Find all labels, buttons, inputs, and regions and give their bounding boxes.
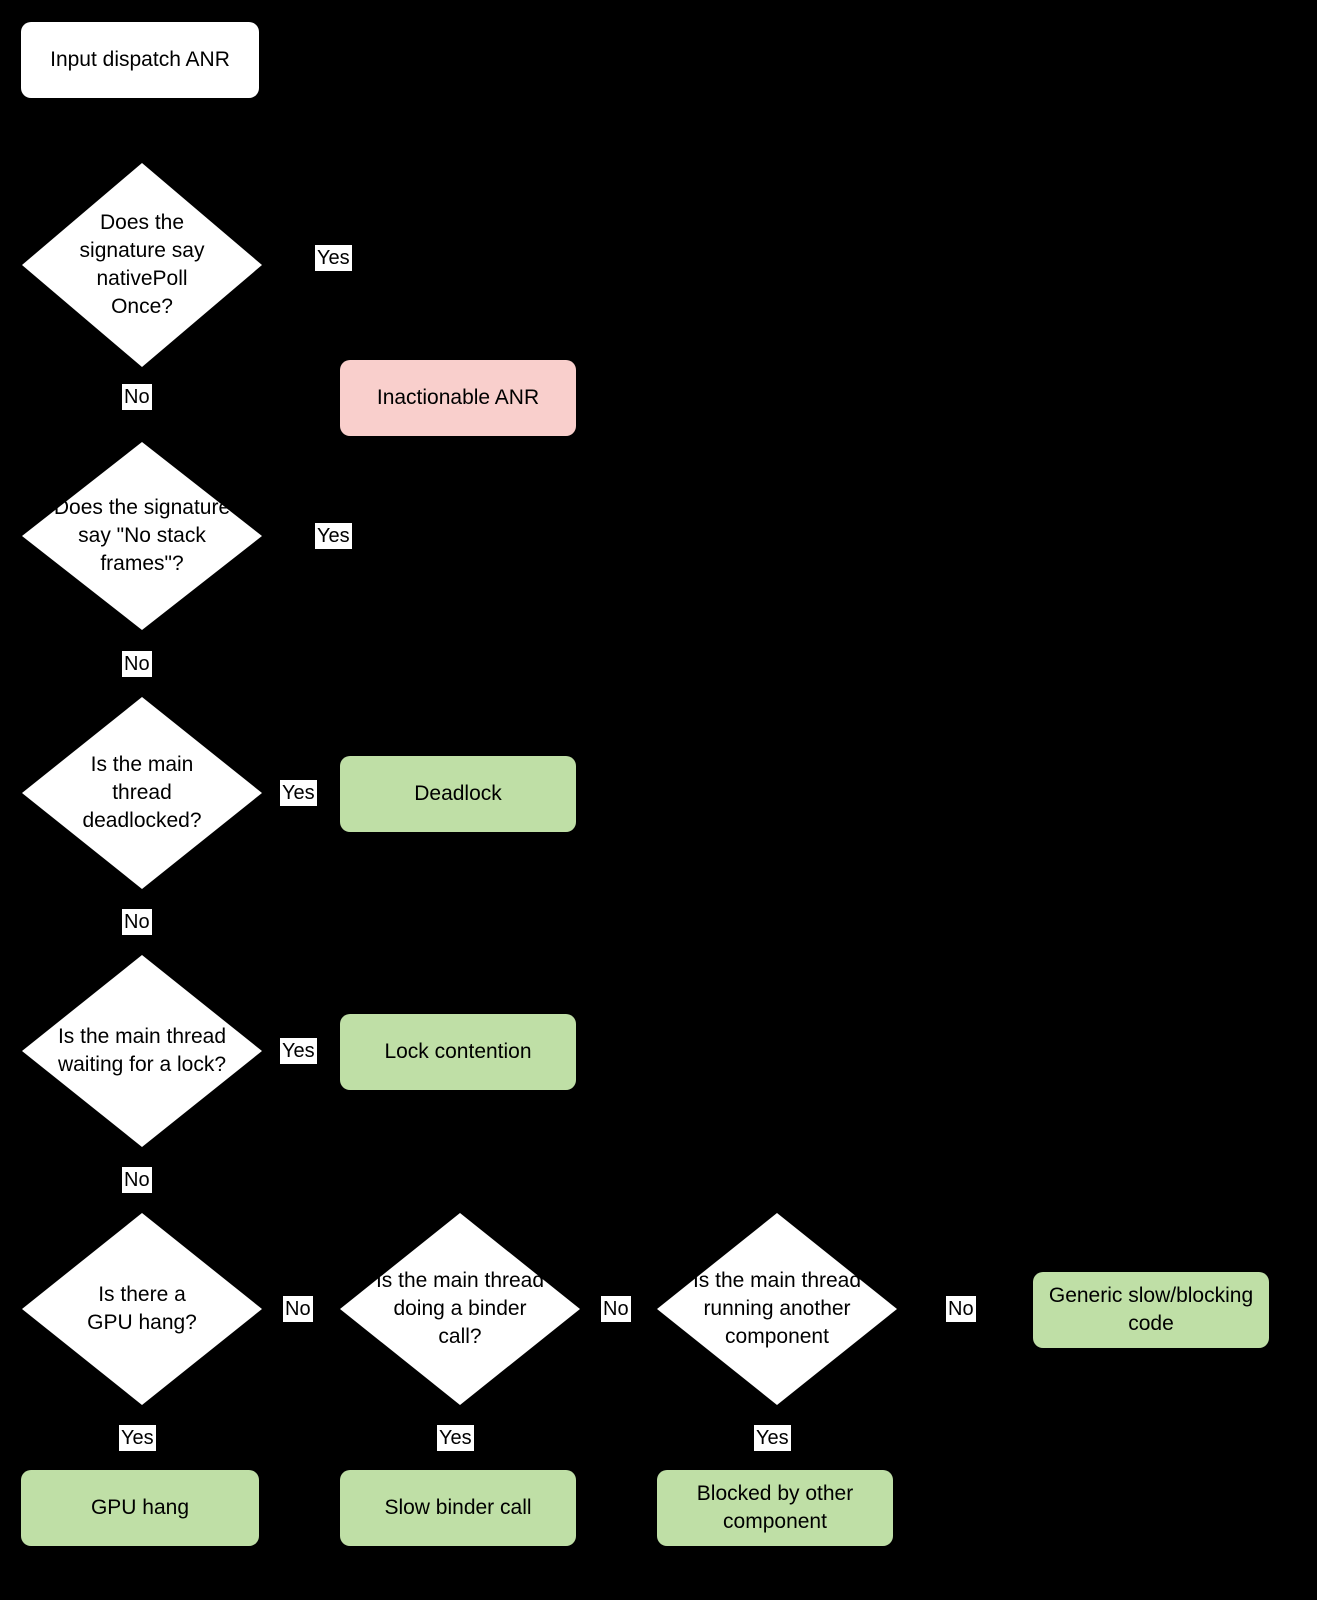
node-input-dispatch-anr[interactable]: Input dispatch ANR (21, 22, 259, 98)
diamond-shape (657, 1213, 897, 1405)
diamond-shape (22, 442, 262, 630)
decision-main-thread-waiting-for-lock[interactable]: Is the main thread waiting for a lock? (22, 955, 262, 1147)
decision-main-thread-binder-call[interactable]: Is the main thread doing a binder call? (340, 1213, 580, 1405)
connector-nostack-yes (262, 535, 348, 537)
decision-signature-nativepoll-once[interactable]: Does the signature say nativePoll Once? (22, 163, 262, 367)
node-label: Inactionable ANR (376, 386, 540, 410)
diamond-shape (22, 163, 262, 367)
edge-label-waitlock-no: No (122, 1167, 152, 1193)
node-label: Lock contention (384, 1040, 532, 1064)
connector-start-to-nativepoll (140, 98, 142, 163)
node-blocked-by-other-component[interactable]: Blocked by other component (657, 1470, 893, 1546)
decision-gpu-hang[interactable]: Is there a GPU hang? (22, 1213, 262, 1405)
node-label: Blocked by other component (696, 1482, 854, 1533)
node-lock-contention[interactable]: Lock contention (340, 1014, 576, 1090)
node-inactionable-anr[interactable]: Inactionable ANR (340, 360, 576, 436)
decision-main-thread-other-component[interactable]: Is the main thread running another compo… (657, 1213, 897, 1405)
node-label: GPU hang (90, 1496, 190, 1520)
node-deadlock[interactable]: Deadlock (340, 756, 576, 832)
node-label: Generic slow/blocking code (1048, 1284, 1254, 1335)
edge-label-waitlock-yes: Yes (280, 1038, 317, 1064)
edge-label-nostack-yes: Yes (315, 523, 352, 549)
edge-label-nativepoll-yes: Yes (315, 245, 352, 271)
edge-label-binder-no: No (601, 1296, 631, 1322)
edge-label-deadlocked-yes: Yes (280, 780, 317, 806)
edge-label-component-no: No (946, 1296, 976, 1322)
diamond-shape (22, 697, 262, 889)
edge-label-binder-yes: Yes (437, 1425, 474, 1451)
connector-nativepoll-yes (262, 264, 348, 266)
diamond-shape (22, 955, 262, 1147)
node-generic-slow-blocking-code[interactable]: Generic slow/blocking code (1033, 1272, 1269, 1348)
node-slow-binder-call[interactable]: Slow binder call (340, 1470, 576, 1546)
decision-signature-no-stack-frames[interactable]: Does the signature say "No stack frames"… (22, 442, 262, 630)
edge-label-nostack-no: No (122, 651, 152, 677)
diamond-shape (340, 1213, 580, 1405)
edge-label-deadlocked-no: No (122, 909, 152, 935)
node-label: Deadlock (414, 782, 502, 806)
edge-label-gpuhang-yes: Yes (119, 1425, 156, 1451)
edge-label-nativepoll-no: No (122, 384, 152, 410)
diamond-shape (22, 1213, 262, 1405)
node-label: Slow binder call (384, 1496, 532, 1520)
decision-main-thread-deadlocked[interactable]: Is the main thread deadlocked? (22, 697, 262, 889)
edge-label-component-yes: Yes (754, 1425, 791, 1451)
edge-label-gpuhang-no: No (283, 1296, 313, 1322)
node-gpu-hang[interactable]: GPU hang (21, 1470, 259, 1546)
node-label: Input dispatch ANR (50, 48, 230, 72)
